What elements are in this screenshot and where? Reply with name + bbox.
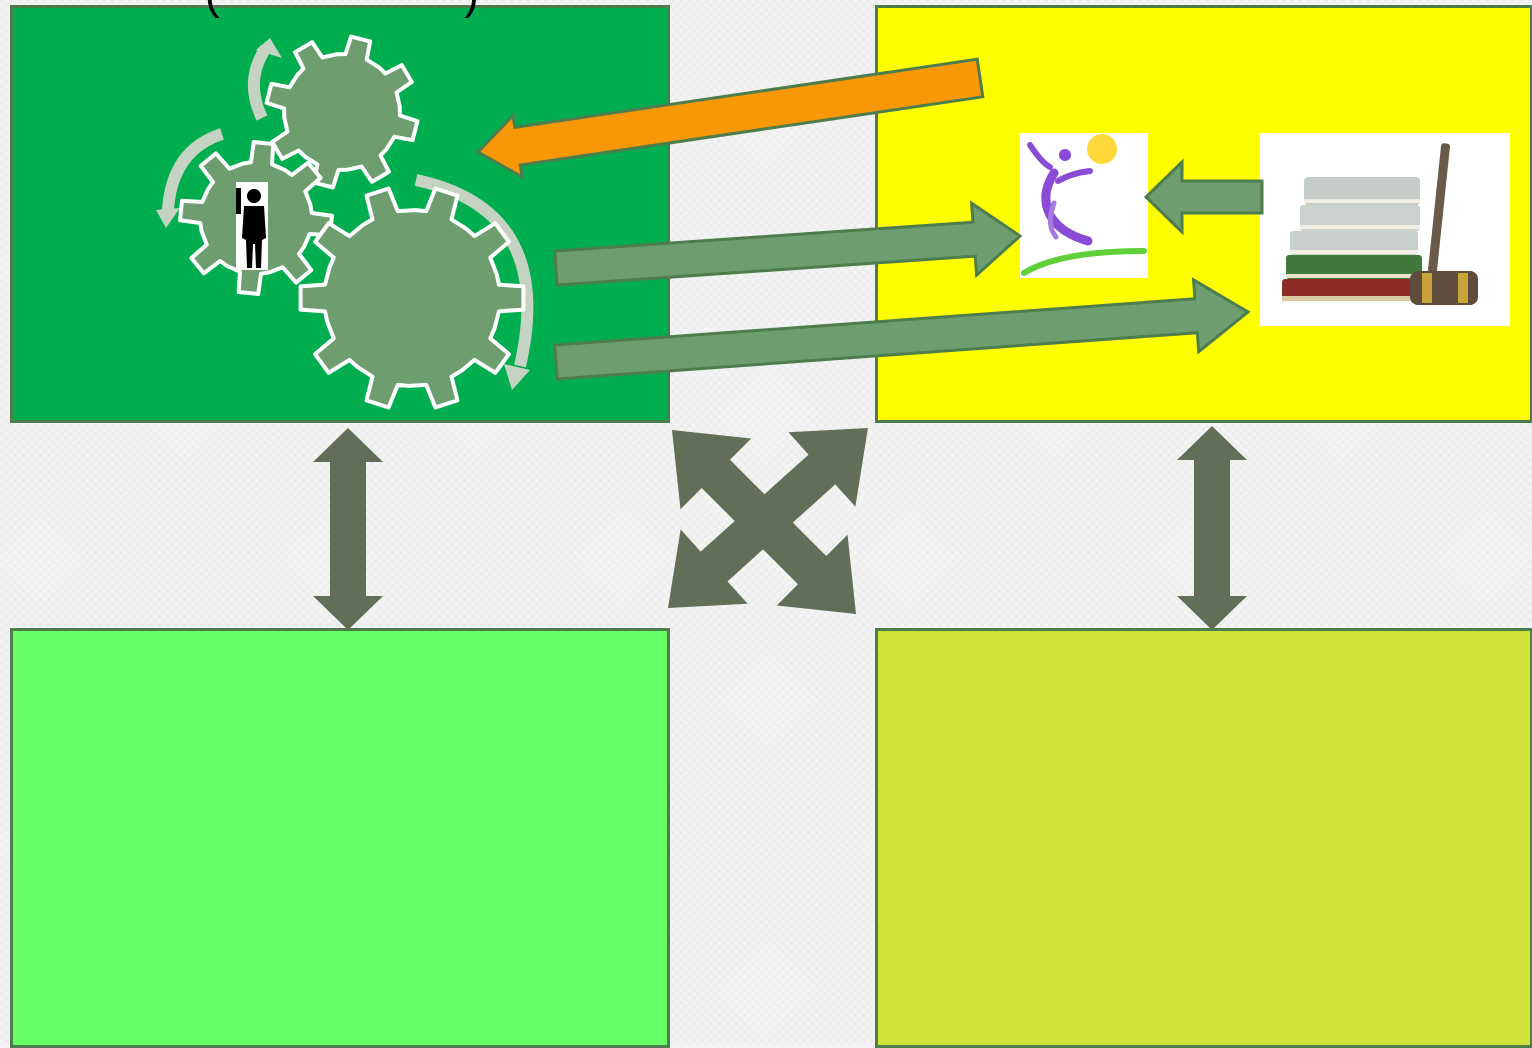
cycle-arrow-left-head xyxy=(156,208,180,228)
cycle-arrow-left xyxy=(162,128,225,211)
gear-icon-large xyxy=(298,186,526,410)
partial-title: ( ) xyxy=(205,0,479,20)
law-books-gavel-icon xyxy=(1260,133,1510,326)
person-icon-body xyxy=(242,206,266,268)
connector-arrow-diagonal-2 xyxy=(672,430,856,614)
cycle-arrow-top xyxy=(247,44,272,121)
gear-icon-top xyxy=(264,34,420,190)
flow-arrow-to-fitness xyxy=(553,200,1023,287)
cycle-arrow-top-head xyxy=(256,38,282,58)
flow-arrow-to-law xyxy=(553,277,1251,381)
person-icon-head xyxy=(247,189,261,203)
cycle-arrow-right-head xyxy=(504,364,530,390)
highlight-arrow xyxy=(475,57,985,180)
person-icon-arm xyxy=(236,188,241,214)
connector-arrow-left xyxy=(313,428,383,630)
fitness-logo-icon xyxy=(1020,133,1148,278)
cycle-arrow-right xyxy=(414,174,534,368)
flow-arrow-law-to-fitness xyxy=(1143,158,1264,236)
quadrant-bottom-right xyxy=(875,628,1532,1048)
connector-arrow-right xyxy=(1177,426,1247,630)
